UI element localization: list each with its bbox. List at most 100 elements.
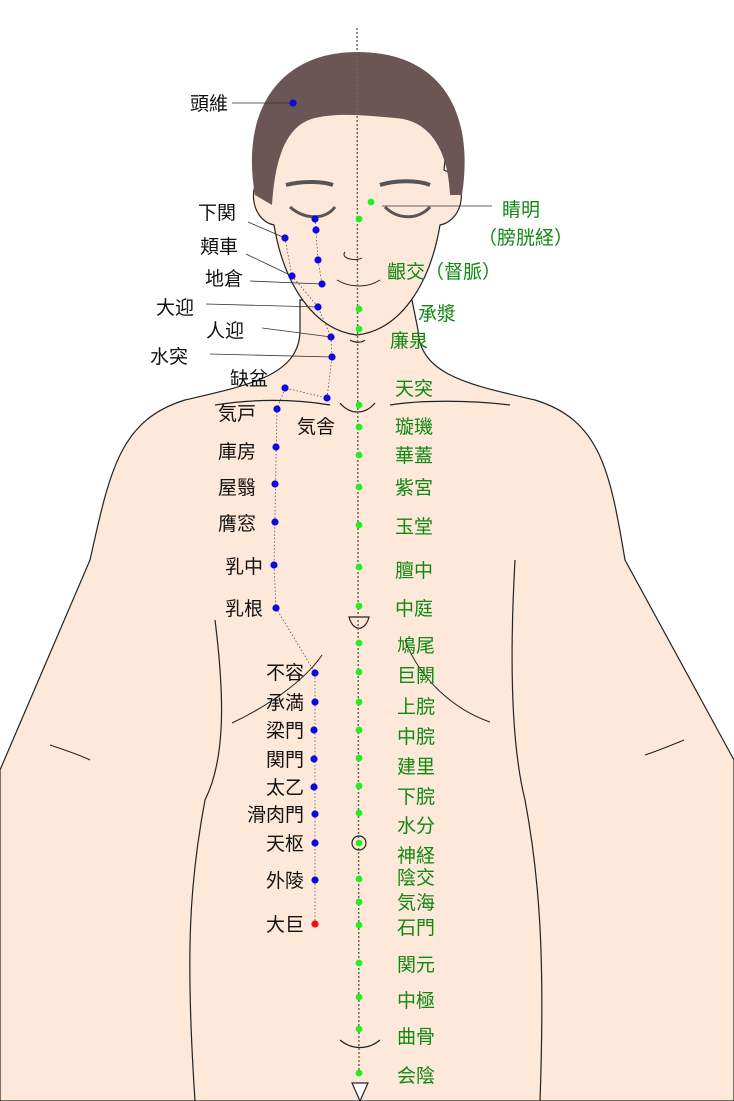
throat-mark xyxy=(349,339,366,343)
stomach-point[interactable] xyxy=(323,394,331,402)
stomach-point[interactable] xyxy=(314,256,322,264)
right-brow xyxy=(379,179,431,187)
conception-point[interactable] xyxy=(355,521,363,529)
stomach-point[interactable] xyxy=(311,839,319,847)
conception-point-label: 中極 xyxy=(397,990,435,1012)
conception-point[interactable] xyxy=(355,1069,363,1077)
conception-point-label: 中庭 xyxy=(395,598,433,620)
stomach-point-label: 不容 xyxy=(266,662,304,684)
conception-point-label: 廉泉 xyxy=(390,330,428,352)
stomach-point-label: 外陵 xyxy=(266,870,304,892)
stomach-point[interactable] xyxy=(328,353,336,361)
conception-point[interactable] xyxy=(355,639,363,647)
stomach-point-label: 大巨 xyxy=(266,914,304,936)
stomach-point-label: 水突 xyxy=(150,346,188,368)
conception-point[interactable] xyxy=(355,754,363,762)
stomach-point[interactable] xyxy=(271,480,279,488)
stomach-point[interactable] xyxy=(327,333,335,341)
stomach-point[interactable] xyxy=(311,215,319,223)
stomach-point-label: 庫房 xyxy=(218,441,256,463)
acupoints xyxy=(270,99,375,1077)
conception-point[interactable] xyxy=(355,451,363,459)
stomach-point[interactable] xyxy=(311,876,319,884)
jingming-label: 睛明 xyxy=(502,199,540,221)
conception-point[interactable] xyxy=(355,668,363,676)
stomach-point[interactable] xyxy=(281,234,289,242)
jingming-point[interactable] xyxy=(367,198,375,206)
stomach-point-label: 膺窓 xyxy=(218,513,256,535)
conception-point[interactable] xyxy=(355,305,363,313)
nose xyxy=(343,251,363,261)
stomach-point[interactable] xyxy=(310,726,318,734)
conception-point-label: 陰交 xyxy=(397,867,435,889)
stomach-point-label: 地倉 xyxy=(205,268,243,290)
stomach-point-label: 下関 xyxy=(198,202,236,224)
stomach-point[interactable] xyxy=(314,303,322,311)
mouth xyxy=(336,279,381,287)
conception-point-label: 璇璣 xyxy=(395,416,433,438)
conception-point[interactable] xyxy=(355,782,363,790)
conception-point[interactable] xyxy=(355,993,363,1001)
conception-point[interactable] xyxy=(355,325,363,333)
conception-point[interactable] xyxy=(355,401,363,409)
stomach-point[interactable] xyxy=(311,669,319,677)
stomach-point[interactable] xyxy=(310,783,318,791)
navel-circle xyxy=(351,835,367,851)
conception-point[interactable] xyxy=(355,809,363,817)
pubic-triangle xyxy=(351,1082,369,1101)
leader-line xyxy=(249,280,323,285)
clavicle-right xyxy=(389,400,511,406)
conception-point[interactable] xyxy=(355,959,363,967)
elbow-right xyxy=(644,739,685,756)
yinjiao-point[interactable] xyxy=(355,215,363,223)
conception-point[interactable] xyxy=(355,698,363,706)
conception-point[interactable] xyxy=(355,423,363,431)
stomach-point[interactable] xyxy=(273,405,281,413)
stomach-point-label: 梁門 xyxy=(266,720,304,742)
stomach-point[interactable] xyxy=(312,226,320,234)
conception-point-label: 上脘 xyxy=(397,696,435,718)
stomach-point-label: 天枢 xyxy=(266,833,304,855)
stomach-point[interactable] xyxy=(281,384,289,392)
torso-outline-left xyxy=(189,619,223,1101)
conception-point-label: 膻中 xyxy=(395,560,433,582)
conception-point-label: 玉堂 xyxy=(395,516,433,538)
leader-lines xyxy=(205,102,492,358)
hair xyxy=(251,52,465,205)
conception-point-label: 巨闕 xyxy=(397,665,435,687)
conception-point-label: 鳩尾 xyxy=(397,635,435,657)
stomach-point[interactable] xyxy=(311,810,319,818)
body-figure xyxy=(0,27,734,1101)
leader-line xyxy=(209,353,333,358)
stomach-point-label: 缺盆 xyxy=(230,368,268,390)
stomach-point[interactable] xyxy=(311,920,319,928)
rib-line-right xyxy=(404,639,491,723)
conception-point[interactable] xyxy=(355,563,363,571)
conception-point[interactable] xyxy=(355,898,363,906)
stomach-point[interactable] xyxy=(289,99,297,107)
stomach-point[interactable] xyxy=(318,280,326,288)
conception-point-label: 水分 xyxy=(397,815,435,837)
conception-point[interactable] xyxy=(355,1025,363,1033)
stomach-point-label: 乳中 xyxy=(225,556,263,578)
conception-point-label: 下脘 xyxy=(397,786,435,808)
conception-point-label: 気海 xyxy=(397,892,435,914)
conception-point[interactable] xyxy=(355,726,363,734)
conception-point[interactable] xyxy=(355,483,363,491)
stomach-point[interactable] xyxy=(272,443,280,451)
conception-point[interactable] xyxy=(355,602,363,610)
rib-line-left xyxy=(231,654,323,724)
stomach-point[interactable] xyxy=(288,272,296,280)
stomach-point-label: 気戸 xyxy=(218,403,256,425)
stomach-point[interactable] xyxy=(310,755,318,763)
conception-point[interactable] xyxy=(355,875,363,883)
stomach-point[interactable] xyxy=(270,561,278,569)
leader-line xyxy=(261,327,332,338)
conception-point-label: 関元 xyxy=(397,954,435,976)
stomach-point[interactable] xyxy=(311,698,319,706)
stomach-point[interactable] xyxy=(271,518,279,526)
stomach-point[interactable] xyxy=(272,604,280,612)
conception-point[interactable] xyxy=(355,839,363,847)
conception-point[interactable] xyxy=(355,921,363,929)
